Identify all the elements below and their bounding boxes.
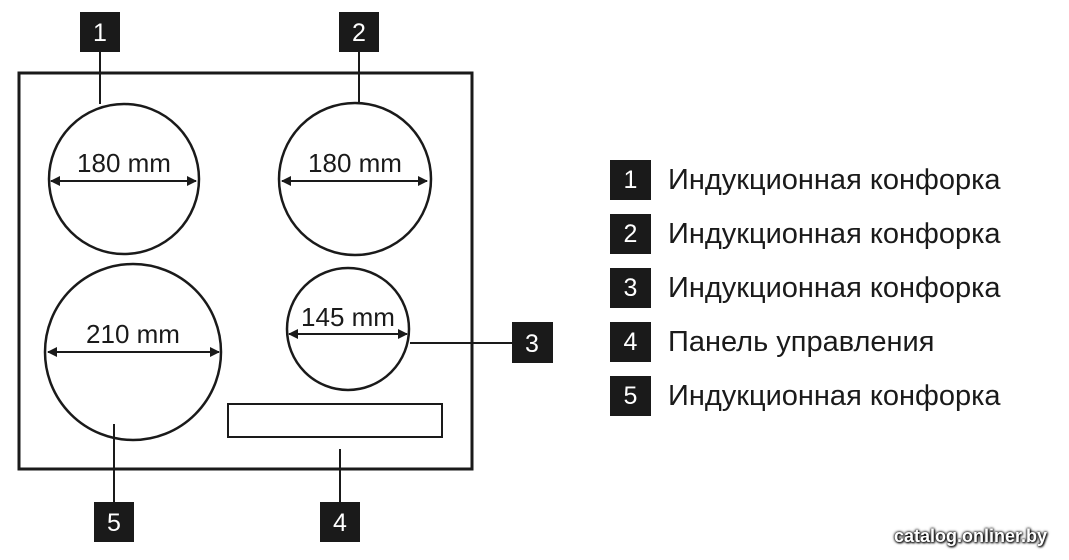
zone-2-callout-number: 2 bbox=[352, 19, 366, 47]
zone-3-callout-box bbox=[512, 322, 553, 363]
zone-1-callout-number: 1 bbox=[93, 19, 107, 47]
legend-item-2: 2 Индукционная конфорка bbox=[610, 207, 1001, 261]
zone-1-callout-box bbox=[80, 12, 120, 52]
legend-label: Индукционная конфорка bbox=[668, 217, 1001, 250]
zone-2-circle bbox=[277, 101, 433, 257]
zone-2-size-label: 180 mm bbox=[308, 148, 402, 178]
legend-label: Индукционная конфорка bbox=[668, 163, 1001, 196]
legend-label: Индукционная конфорка bbox=[668, 379, 1001, 412]
zone-3-size-label: 145 mm bbox=[301, 302, 395, 332]
legend-label: Панель управления bbox=[668, 325, 935, 358]
zone-5-circle bbox=[43, 262, 223, 442]
legend-number-badge: 1 bbox=[610, 160, 651, 200]
hob-outline bbox=[17, 71, 474, 471]
zone-5-size-label: 210 mm bbox=[86, 319, 180, 349]
legend-item-5: 5 Индукционная конфорка bbox=[610, 369, 1001, 423]
legend-number-badge: 3 bbox=[610, 268, 651, 308]
legend-label: Индукционная конфорка bbox=[668, 271, 1001, 304]
cooking-zone-1: 180 mm 1 bbox=[47, 12, 201, 256]
zone-5-callout-box bbox=[94, 502, 134, 542]
legend-item-4: 4 Панель управления bbox=[610, 315, 1001, 369]
watermark: catalog.onliner.by bbox=[893, 526, 1047, 546]
cooking-zone-5: 210 mm 5 bbox=[43, 262, 223, 542]
legend-number-badge: 2 bbox=[610, 214, 651, 254]
legend: 1 Индукционная конфорка 2 Индукционная к… bbox=[610, 153, 1001, 423]
control-panel: 4 bbox=[227, 403, 443, 542]
legend-item-1: 1 Индукционная конфорка bbox=[610, 153, 1001, 207]
zone-1-circle bbox=[47, 102, 201, 256]
zone-2-callout-box bbox=[339, 12, 379, 52]
zone-1-size-label: 180 mm bbox=[77, 148, 171, 178]
cooking-zone-2: 180 mm 2 bbox=[277, 12, 433, 257]
legend-number-badge: 4 bbox=[610, 322, 651, 362]
control-panel-callout-box bbox=[320, 502, 360, 542]
zone-3-callout-number: 3 bbox=[525, 330, 539, 358]
zone-5-callout-number: 5 bbox=[107, 509, 121, 537]
legend-number-badge: 5 bbox=[610, 376, 651, 416]
legend-item-3: 3 Индукционная конфорка bbox=[610, 261, 1001, 315]
control-panel-rect bbox=[227, 403, 443, 438]
zone-3-circle bbox=[285, 266, 411, 392]
control-panel-callout-number: 4 bbox=[333, 509, 347, 537]
cooking-zone-3: 145 mm 3 bbox=[285, 266, 553, 392]
